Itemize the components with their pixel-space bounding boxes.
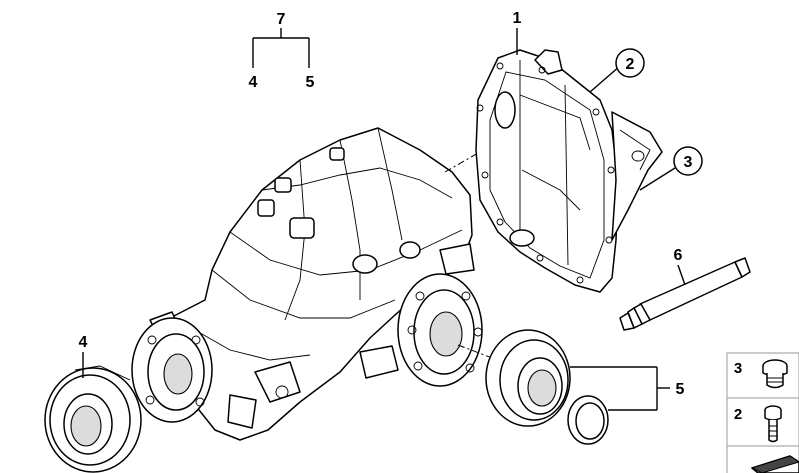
callout-6-label: 6 <box>674 247 683 264</box>
callout-5-label: 5 <box>676 381 685 398</box>
callout-7-sub-4: 4 <box>249 74 258 91</box>
bolt-icon[interactable] <box>764 405 782 443</box>
gasket-strip-icon <box>750 455 799 473</box>
callout-2-circle[interactable] <box>615 48 645 78</box>
sealant-tube-part-6[interactable] <box>619 257 751 331</box>
callout-1-label: 1 <box>513 10 522 27</box>
mount-bracket-part-3[interactable] <box>611 111 663 241</box>
shaft-seal-part-5[interactable] <box>485 329 609 445</box>
legend-item-3-label: 3 <box>734 360 742 377</box>
callout-3-circle[interactable] <box>673 146 703 176</box>
callout-7-group[interactable]: 7 4 5 <box>249 11 315 91</box>
rear-cover-part-1[interactable] <box>475 49 619 293</box>
callout-7-sub-5: 5 <box>306 74 315 91</box>
screw-plug-icon[interactable] <box>762 359 788 389</box>
small-parts-legend: 3 2 <box>726 352 799 473</box>
callout-5-bracket <box>570 366 670 411</box>
shaft-seal-part-4[interactable] <box>44 365 142 473</box>
callout-4-label: 4 <box>79 334 88 351</box>
callout-2-label: 2 <box>626 56 635 73</box>
legend-item-2-label: 2 <box>734 406 742 423</box>
differential-housing[interactable] <box>131 127 483 441</box>
callout-7-label: 7 <box>277 11 286 28</box>
callout-3-label: 3 <box>684 154 693 171</box>
